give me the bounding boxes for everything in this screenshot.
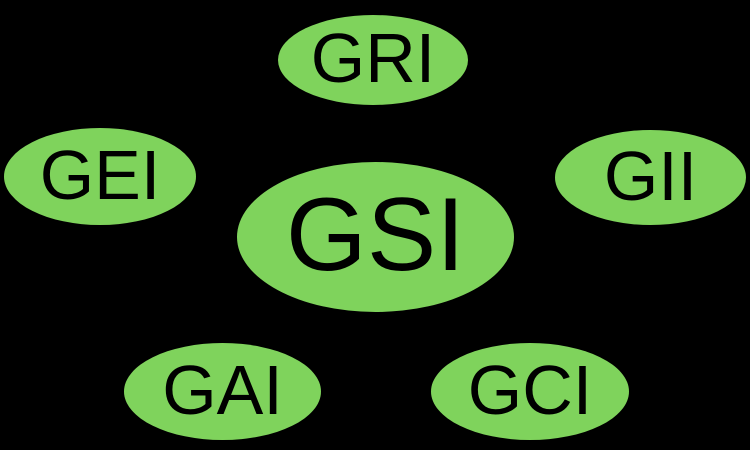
node-gsi: GSI [237, 162, 514, 312]
node-gei: GEI [4, 128, 196, 225]
node-gii: GII [555, 130, 746, 225]
node-label: GEI [39, 135, 161, 214]
node-gri: GRI [278, 15, 468, 105]
node-label: GAI [162, 350, 283, 429]
node-gci: GCI [431, 343, 629, 440]
node-label: GSI [285, 177, 466, 293]
node-label: GII [603, 136, 698, 215]
node-gai: GAI [124, 343, 321, 440]
node-label: GRI [310, 19, 436, 97]
node-label: GCI [467, 350, 593, 429]
